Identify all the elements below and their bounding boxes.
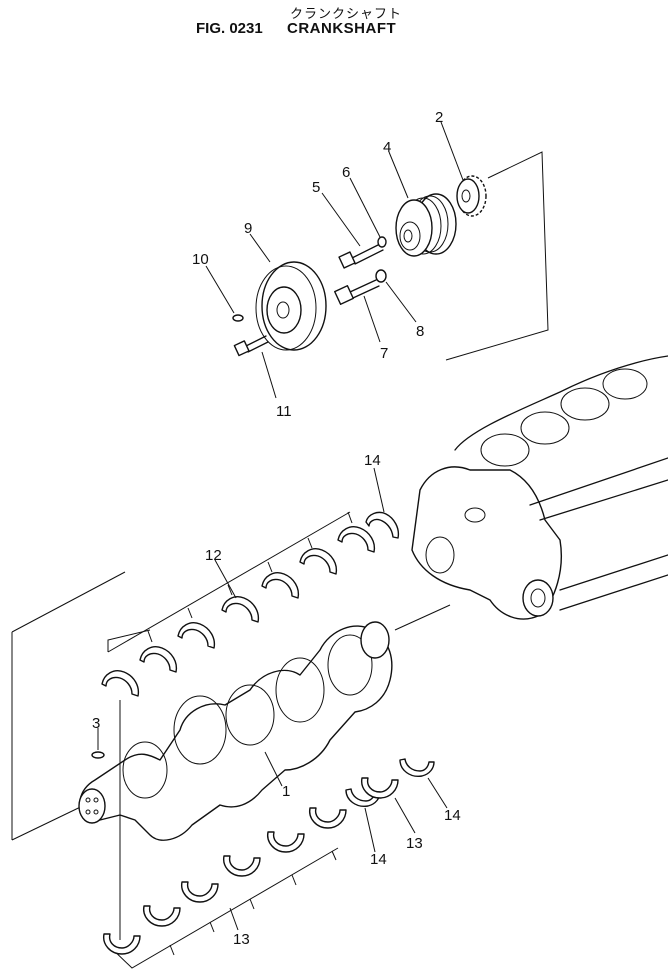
- figure-header: クランクシャフト FIG. 0231 CRANKSHAFT: [0, 0, 668, 44]
- callout-label: 5: [312, 179, 320, 196]
- callout-label: 14: [444, 807, 461, 824]
- lower-bearing-bracket: [107, 847, 339, 969]
- front-assembly-bracket: [445, 151, 549, 361]
- lower-main-bearing-shells: [103, 758, 435, 955]
- pulley-bolt-lower: [333, 269, 387, 306]
- callout-label: 14: [364, 452, 381, 469]
- crankshaft: [11, 571, 451, 940]
- callout-label: 10: [192, 251, 209, 268]
- callout-label: 4: [383, 139, 391, 156]
- crankshaft-pin: [91, 751, 105, 759]
- pulley-bolt-upper: [338, 236, 387, 269]
- callout-label: 13: [406, 835, 423, 852]
- damper-pin: [232, 314, 244, 322]
- figure-number: FIG. 0231: [196, 20, 263, 37]
- callout-label: 8: [416, 323, 424, 340]
- callout-label: 13: [233, 931, 250, 948]
- leader-lines: [97, 121, 464, 931]
- callout-label: 9: [244, 220, 252, 237]
- crankshaft-gear: [456, 175, 487, 217]
- callout-label: 12: [205, 547, 222, 564]
- damper-bolt: [233, 335, 269, 357]
- callout-label: 7: [380, 345, 388, 362]
- part-callouts: 1 2 3 4 5 6 7 8 9 10 11 12 13 14 13 14 1…: [92, 109, 461, 948]
- upper-main-bearing-shells: [101, 511, 400, 697]
- callout-label: 11: [276, 403, 292, 420]
- cylinder-block: [411, 355, 668, 620]
- callout-label: 2: [435, 109, 443, 126]
- vibration-damper: [255, 261, 327, 351]
- callout-label: 6: [342, 164, 350, 181]
- callout-label: 3: [92, 715, 100, 732]
- callout-label: 1: [282, 783, 290, 800]
- figure-subtitle-jp: クランクシャフト: [290, 7, 403, 22]
- crankshaft-pulley: [395, 193, 457, 257]
- upper-bearing-bracket: [107, 511, 353, 653]
- figure-title: CRANKSHAFT: [287, 20, 397, 37]
- callout-label: 14: [370, 851, 387, 868]
